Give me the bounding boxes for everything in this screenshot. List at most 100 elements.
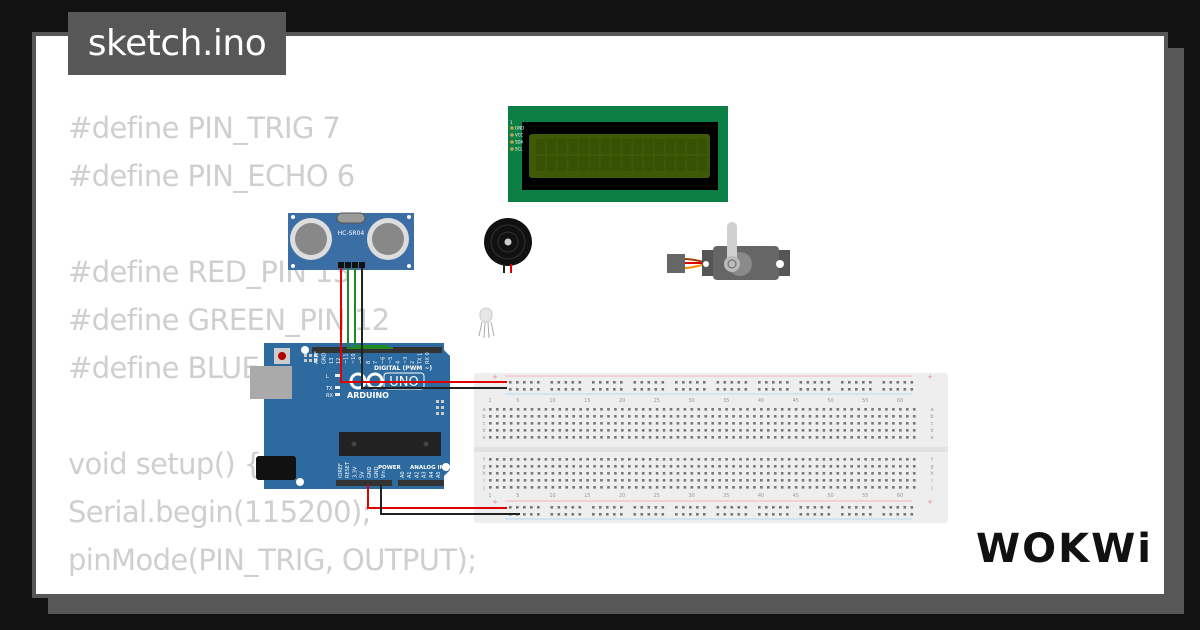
rail-hole — [723, 381, 727, 384]
rail-hole — [606, 381, 609, 384]
rgb-led[interactable] — [478, 307, 495, 339]
terminal-hole — [572, 465, 575, 468]
terminal-hole — [899, 486, 902, 489]
terminal-hole — [780, 479, 784, 482]
column-number: 25 — [654, 398, 660, 404]
terminal-hole — [690, 472, 694, 475]
terminal-hole — [586, 465, 589, 468]
rail-hole — [689, 513, 692, 516]
terminal-hole — [655, 486, 659, 489]
arduino-uno[interactable]: UNO ARDUINO DIGITAL (PWM ~) POWER ANALOG… — [250, 343, 450, 489]
rail-hole — [903, 506, 907, 509]
wires — [340, 268, 520, 515]
rail-hole — [869, 513, 872, 516]
wire-power-gnd[interactable] — [380, 485, 520, 515]
terminal-hole — [495, 479, 499, 482]
terminal-hole — [892, 408, 895, 411]
terminal-hole — [836, 408, 840, 411]
column-number: 10 — [549, 398, 555, 404]
file-title-tab: sketch.ino — [68, 12, 286, 75]
terminal-hole — [641, 408, 645, 411]
terminal-hole — [614, 486, 617, 489]
terminal-hole — [683, 458, 687, 461]
terminal-hole — [822, 465, 826, 468]
terminal-hole — [906, 436, 909, 439]
terminal-hole — [495, 429, 499, 432]
rail-hole — [896, 506, 900, 509]
rail-plus-label: + — [492, 373, 498, 381]
wire-echo[interactable] — [354, 268, 388, 347]
terminal-hole — [641, 429, 645, 432]
row-label: d — [930, 428, 933, 434]
breadboard[interactable]: 1155101015152020252530303535404045455050… — [474, 373, 948, 523]
rail-hole — [779, 506, 782, 509]
terminal-hole — [801, 415, 805, 418]
terminal-hole — [843, 436, 847, 439]
row-label: a — [930, 407, 933, 413]
power-pin-label: 3.3V — [352, 466, 358, 478]
rail-hole — [620, 381, 623, 384]
terminal-hole — [489, 479, 492, 482]
terminal-hole — [495, 486, 499, 489]
terminal-hole — [801, 472, 805, 475]
terminal-hole — [836, 479, 840, 482]
terminal-hole — [801, 458, 805, 461]
column-number: 50 — [827, 493, 833, 499]
rail-hole — [606, 506, 609, 509]
terminal-hole — [760, 458, 763, 461]
terminal-hole — [808, 422, 812, 425]
terminal-hole — [829, 472, 833, 475]
terminal-hole — [565, 472, 569, 475]
ultrasonic-sensor[interactable]: HC-SR04 — [288, 212, 414, 270]
power-label: POWER — [378, 465, 402, 471]
rail-hole — [799, 388, 803, 391]
wire-trig[interactable] — [347, 268, 393, 349]
wire-5v[interactable] — [367, 485, 507, 509]
terminal-hole — [565, 415, 569, 418]
column-number: 40 — [758, 493, 764, 499]
terminal-hole — [912, 458, 916, 461]
servo-motor[interactable] — [667, 222, 790, 280]
terminal-hole — [551, 408, 555, 411]
terminal-hole — [878, 429, 881, 432]
terminal-hole — [878, 436, 881, 439]
lcd-cell — [579, 156, 589, 171]
rail-hole — [779, 388, 782, 391]
rail-hole — [633, 388, 637, 391]
rail-hole — [675, 506, 678, 509]
column-number: 1 — [488, 398, 491, 404]
terminal-hole — [718, 465, 721, 468]
terminal-hole — [572, 415, 575, 418]
rail-hole — [779, 381, 782, 384]
terminal-hole — [850, 472, 853, 475]
wire-vcc[interactable] — [340, 268, 507, 383]
buzzer[interactable] — [484, 218, 532, 273]
terminal-hole — [767, 458, 770, 461]
terminal-hole — [725, 436, 728, 439]
terminal-hole — [676, 458, 680, 461]
terminal-hole — [899, 479, 902, 482]
lcd-cell — [633, 139, 643, 154]
terminal-hole — [746, 479, 749, 482]
terminal-hole — [593, 465, 596, 468]
row-label: h — [930, 471, 933, 477]
code-line: #define PIN_ECHO 6 — [68, 159, 355, 193]
wire-gnd[interactable] — [361, 268, 507, 389]
terminal-hole — [753, 486, 756, 489]
terminal-hole — [704, 458, 708, 461]
reset-button[interactable] — [278, 352, 286, 360]
terminal-hole — [628, 422, 631, 425]
analog-pin-label: A0 — [400, 471, 406, 478]
rail-hole — [744, 513, 748, 516]
terminal-hole — [857, 486, 860, 489]
rail-hole — [786, 381, 789, 384]
rail-hole — [647, 513, 651, 516]
terminal-hole — [509, 465, 513, 468]
sensor-label: HC-SR04 — [338, 230, 365, 237]
terminal-hole — [607, 472, 610, 475]
column-number: 45 — [793, 493, 799, 499]
terminal-hole — [878, 422, 881, 425]
terminal-hole — [565, 479, 569, 482]
terminal-hole — [489, 465, 492, 468]
